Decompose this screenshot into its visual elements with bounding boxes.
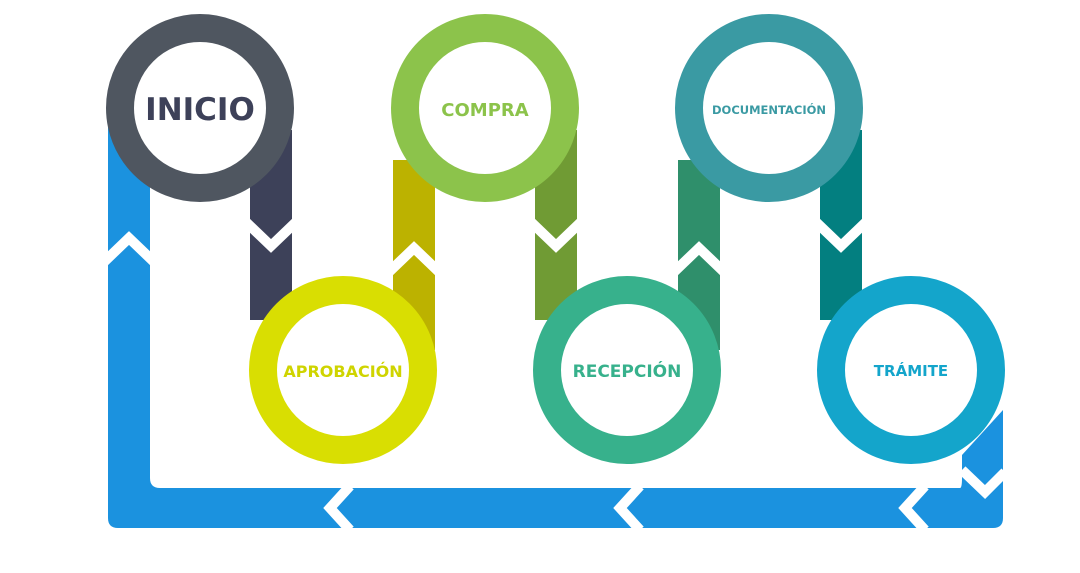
step-node-tramite: TRÁMITE bbox=[817, 276, 1005, 464]
step-label-inicio: INICIO bbox=[145, 92, 255, 128]
step-label-compra: COMPRA bbox=[441, 100, 528, 121]
step-label-tramite: TRÁMITE bbox=[874, 361, 948, 380]
step-ring bbox=[106, 14, 294, 202]
loop-chevron-arrow bbox=[100, 231, 158, 266]
loop-chevron-arrow bbox=[898, 482, 929, 534]
connector-chevron-arrow bbox=[242, 218, 300, 253]
step-label-recepcion: RECEPCIÓN bbox=[573, 360, 682, 382]
loop-chevron-arrow bbox=[613, 482, 644, 534]
step-node-recepcion: RECEPCIÓN bbox=[533, 276, 721, 464]
loop-chevron-arrow bbox=[323, 482, 354, 534]
connector-chevron-arrow bbox=[385, 241, 443, 276]
loop-chevron-arrow bbox=[958, 466, 1009, 499]
step-node-compra: COMPRA bbox=[391, 14, 579, 202]
connector-chevron-arrow bbox=[527, 218, 585, 253]
connector-chevron-arrow bbox=[812, 218, 870, 253]
step-label-aprobacion: APROBACIÓN bbox=[283, 362, 402, 381]
return-loop bbox=[100, 100, 1009, 534]
step-node-aprobacion: APROBACIÓN bbox=[249, 276, 437, 464]
step-node-inicio: INICIO bbox=[106, 14, 294, 202]
step-nodes: INICIO APROBACIÓN COMPRA RECEPCIÓN DOCUM… bbox=[106, 14, 1005, 464]
step-ring bbox=[675, 14, 863, 202]
step-ring bbox=[391, 14, 579, 202]
step-label-documentacion: DOCUMENTACIÓN bbox=[712, 102, 826, 117]
step-ring bbox=[249, 276, 437, 464]
step-node-documentacion: DOCUMENTACIÓN bbox=[675, 14, 863, 202]
step-ring bbox=[817, 276, 1005, 464]
step-ring bbox=[533, 276, 721, 464]
connector-chevron-arrow bbox=[670, 241, 728, 276]
